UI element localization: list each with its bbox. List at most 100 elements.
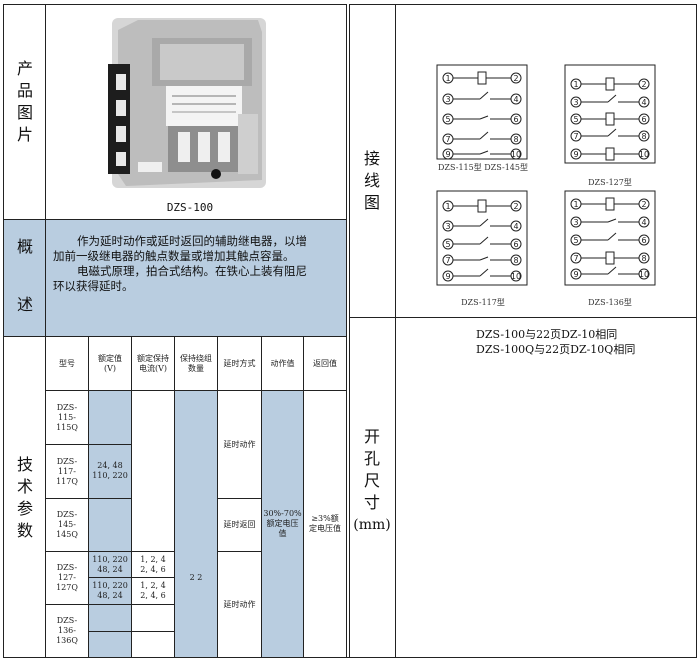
terminal-label: 10 [639, 150, 649, 159]
contact [479, 91, 489, 100]
contact [479, 236, 489, 245]
header-model: 型号 [59, 358, 75, 368]
wiring-caption: DZS-136型 [588, 298, 632, 307]
wiring-diagram-115-145: 1 2 3 4 5 6 7 8 9 10 [436, 64, 528, 160]
winding-count-cell: 2 2 [189, 573, 203, 582]
terminal-label: 7 [573, 254, 578, 263]
contact [479, 256, 489, 261]
terminal-label: 3 [445, 95, 450, 104]
overview-label-cell [4, 220, 45, 336]
rated-value-cell: 24, 48 110, 220 [92, 461, 128, 480]
diagram-frame [564, 190, 656, 286]
contact [607, 94, 617, 103]
overview-content-cell [46, 220, 346, 336]
wiring-section-label: 接 线 图 [363, 149, 380, 212]
operate-value-column-fill [262, 391, 303, 657]
header-operate-value: 动作值 [270, 358, 295, 368]
terminal-label: 1 [445, 74, 450, 83]
model-cell: DZS-145-145Q [56, 510, 78, 539]
photo-caption: DZS-100 [166, 201, 214, 214]
coil [605, 251, 615, 265]
tech-section-label: 技 术 参 数 [16, 455, 33, 540]
model-cell: DZS-127-127Q [56, 563, 78, 592]
cutout-note: DZS-100Q与22页DZ-10Q相同 [476, 343, 636, 356]
terminal-label: 5 [445, 240, 450, 249]
terminal-label: 1 [573, 200, 578, 209]
contact [607, 128, 617, 137]
overview-text: 作为延时动作或延时返回的辅助继电器，以增加前一级继电器的触点数量或增加其触点容量… [53, 234, 315, 294]
terminal-label: 6 [513, 240, 518, 249]
cutout-note: DZS-100与22页DZ-10相同 [476, 328, 618, 341]
diagram-frame [564, 64, 656, 164]
header-winding-count: 保持绕组数量 [180, 353, 212, 373]
coil [605, 77, 615, 91]
model-cell: DZS-115-115Q [56, 402, 78, 432]
cutout-section-label: 开 孔 尺 寸 (mm) [350, 426, 394, 536]
diagram-frame [436, 190, 528, 286]
terminal-label: 5 [573, 115, 578, 124]
overview-paragraph-2: 电磁式原理，拍合式结构。在铁心上装有阻尼环以获得延时。 [53, 264, 307, 293]
header-rated-value: 额定值(V) [98, 353, 122, 373]
terminal-label: 10 [511, 272, 521, 281]
terminal-label: 1 [445, 202, 450, 211]
model-cell: DZS-136-136Q [56, 616, 78, 645]
terminal-label: 10 [639, 270, 649, 279]
terminal-label: 4 [641, 218, 646, 227]
terminal-label: 8 [641, 254, 646, 263]
holding-current-cell: 1, 2, 4 2, 4, 6 [140, 581, 166, 600]
header-holding-current: 额定保持电流(V) [137, 353, 169, 373]
terminal-label: 5 [445, 115, 450, 124]
terminal-label: 1 [573, 80, 578, 89]
coil [605, 147, 615, 161]
terminal-label: 4 [641, 98, 646, 107]
terminal-label: 6 [641, 236, 646, 245]
terminal-label: 2 [641, 80, 646, 89]
delay-mode-cell: 延时返回 [223, 520, 256, 529]
contact [479, 268, 489, 277]
terminal-label: 3 [573, 218, 578, 227]
header-return-value: 返回值 [313, 358, 337, 368]
terminal-label: 9 [573, 150, 578, 159]
coil [605, 112, 615, 126]
terminal-label: 9 [445, 272, 450, 281]
terminal-label: 9 [445, 150, 450, 159]
rated-value-cell: 110, 220 48, 24 [92, 554, 128, 574]
diagram-frame [436, 64, 528, 160]
terminal-label: 7 [445, 135, 450, 144]
operate-value-cell: 30%-70%额定电压值 [263, 509, 302, 538]
terminal-label: 6 [641, 115, 646, 124]
terminal-label: 8 [513, 135, 518, 144]
terminal-label: 6 [513, 115, 518, 124]
wiring-caption: DZS-127型 [588, 178, 632, 187]
holding-current-cell: 1, 2, 4 2, 4, 6 [140, 554, 166, 574]
coil [605, 197, 615, 211]
contact [479, 131, 489, 140]
contact [479, 218, 489, 227]
overview-paragraph-1: 作为延时动作或延时返回的辅助继电器，以增加前一级继电器的触点数量或增加其触点容量… [53, 234, 307, 263]
coil [477, 71, 487, 85]
relay-photo [108, 18, 266, 188]
coil [477, 199, 487, 213]
wiring-caption: DZS-115型 DZS-145型 [438, 163, 528, 172]
terminal-label: 4 [513, 95, 518, 104]
contact [479, 115, 489, 120]
winding-column-fill [175, 391, 217, 657]
terminal-label: 10 [511, 150, 521, 159]
terminal-label: 9 [573, 270, 578, 279]
terminal-label: 2 [513, 74, 518, 83]
terminal-label: 2 [513, 202, 518, 211]
rated-value-cell: 110, 220 48, 24 [92, 581, 128, 600]
terminal-label: 3 [573, 98, 578, 107]
return-value-cell: ≥3%额定电压值 [309, 514, 341, 533]
terminal-label: 5 [573, 236, 578, 245]
terminal-label: 7 [573, 132, 578, 141]
delay-mode-cell: 延时动作 [223, 599, 256, 609]
header-delay-mode: 延时方式 [223, 358, 256, 368]
contact [607, 218, 617, 223]
contact [607, 266, 617, 275]
overview-section-label: 概 述 [16, 237, 33, 314]
cutout-unit: (mm) [353, 517, 391, 533]
